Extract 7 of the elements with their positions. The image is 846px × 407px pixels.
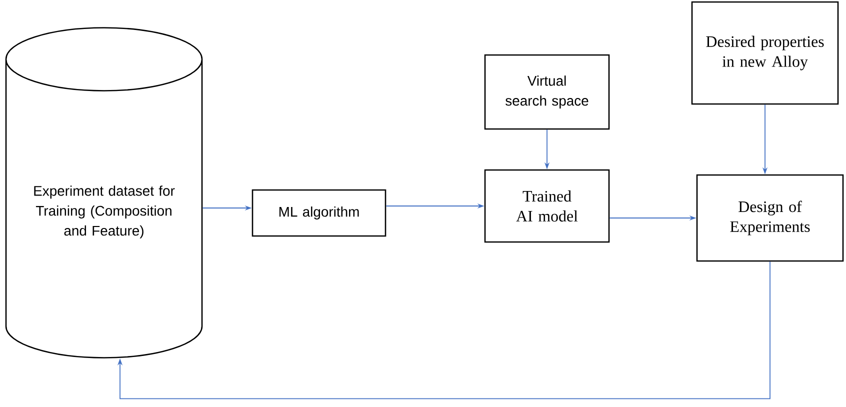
- process-box: Trained AI model: [484, 169, 610, 243]
- process-box: ML algorithm: [252, 189, 386, 237]
- database-cylinder: Experiment dataset for Training (Composition and Feature): [5, 27, 203, 358]
- process-box: Virtual search space: [484, 54, 610, 130]
- process-box: Desired properties in new Alloy: [691, 1, 839, 105]
- process-box: Design of Experiments: [696, 174, 844, 262]
- arrow: [117, 261, 770, 400]
